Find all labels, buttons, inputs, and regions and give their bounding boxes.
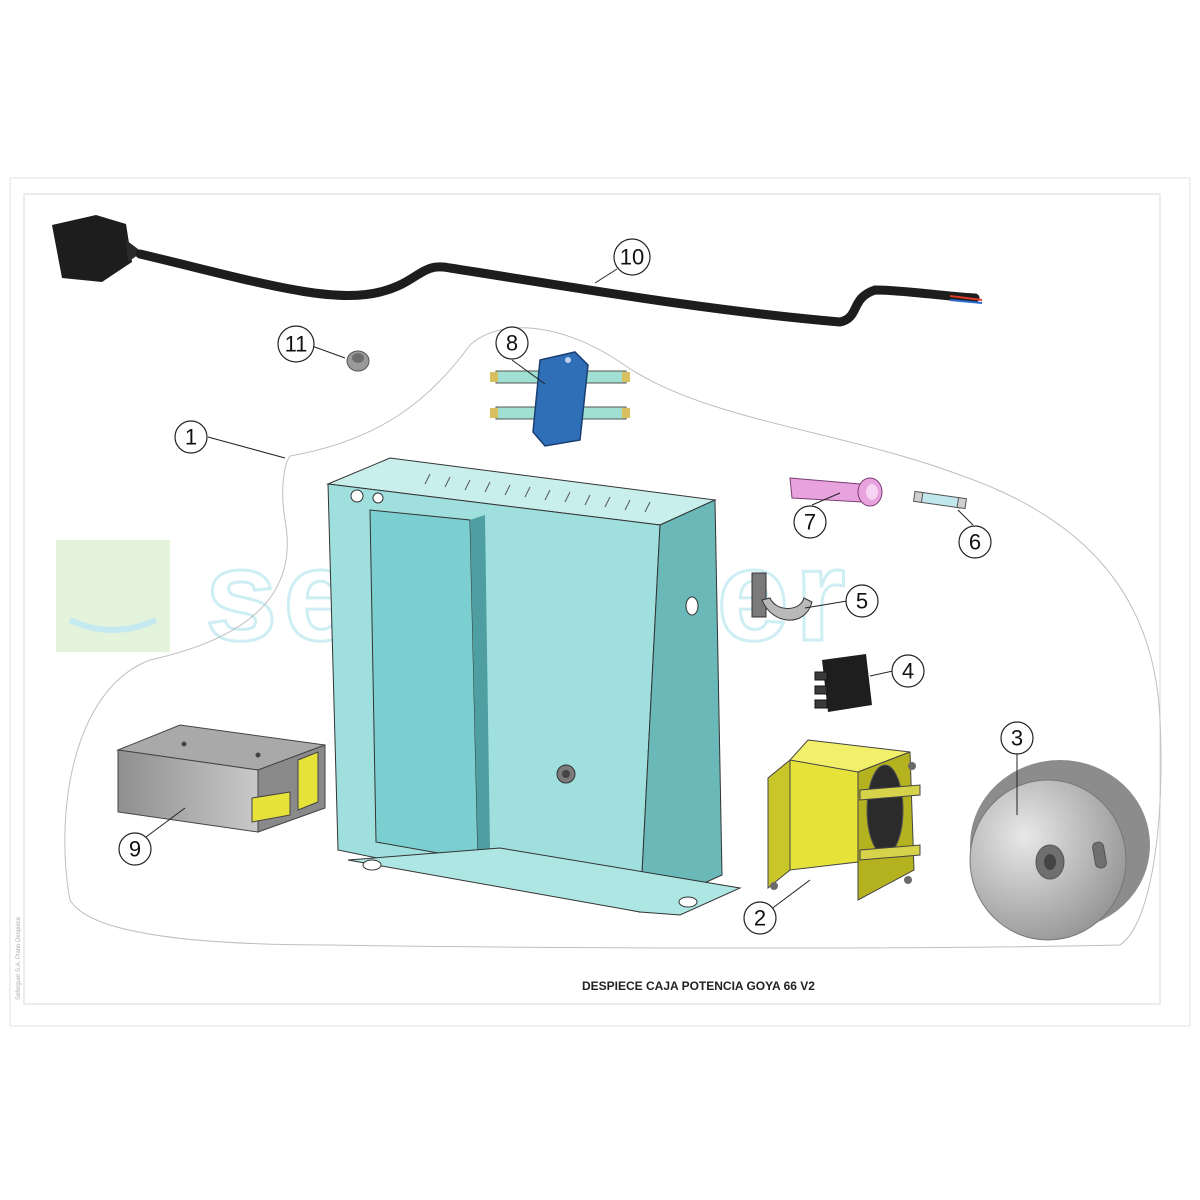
filter-part (490, 351, 630, 447)
svg-text:2: 2 (754, 906, 766, 931)
clamp-part (751, 572, 813, 621)
side-label: Seferguer S.A. Plano Despiece (16, 916, 22, 1000)
callout-9: 9 (118, 832, 152, 866)
diagram-title: DESPIECE CAJA POTENCIA GOYA 66 V2 (582, 979, 815, 993)
kit-outline (64, 327, 1162, 949)
svg-text:7: 7 (804, 510, 816, 535)
callout-11: 11 (277, 325, 315, 363)
svg-text:6: 6 (969, 530, 981, 555)
svg-text:1: 1 (185, 425, 197, 450)
ballast-box-part (116, 724, 326, 833)
svg-text:9: 9 (129, 837, 141, 862)
svg-text:10: 10 (620, 245, 644, 270)
leader-lines (145, 268, 1018, 911)
cable-gland-part (346, 350, 370, 372)
callout-6: 6 (958, 525, 992, 559)
callout-3: 3 (1000, 721, 1034, 755)
callout-1: 1 (174, 420, 208, 454)
callout-10: 10 (613, 238, 651, 276)
svg-text:11: 11 (285, 332, 308, 357)
callout-2: 2 (743, 901, 777, 935)
round-cover-part (969, 760, 1150, 941)
svg-text:8: 8 (506, 331, 518, 356)
callout-7: 7 (793, 505, 827, 539)
svg-text:3: 3 (1011, 726, 1023, 751)
power-cable-part (52, 215, 983, 327)
svg-text:4: 4 (902, 659, 914, 684)
transformer-part (767, 739, 921, 901)
callout-4: 4 (891, 654, 925, 688)
terminal-block-part (814, 654, 872, 712)
outer-frame (9, 177, 1191, 1027)
fuse-part (912, 490, 968, 510)
svg-text:5: 5 (856, 589, 868, 614)
inner-frame (23, 193, 1161, 1005)
callout-8: 8 (495, 326, 529, 360)
chassis-part (326, 457, 742, 916)
callout-5: 5 (845, 584, 879, 618)
fuse-holder-part (789, 477, 883, 507)
